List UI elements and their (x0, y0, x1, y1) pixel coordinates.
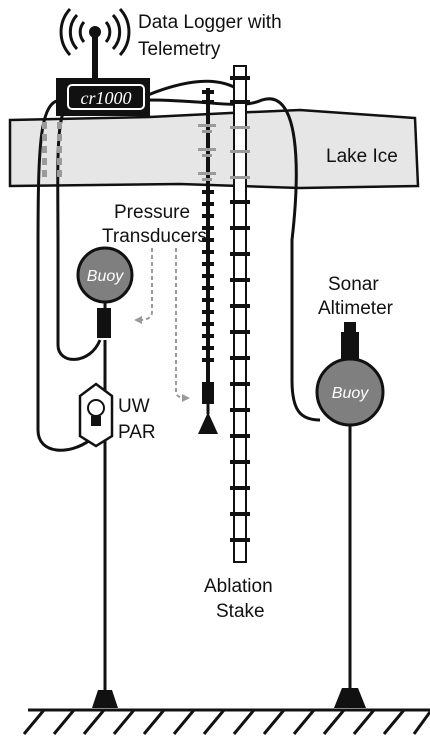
pointer-arrowhead-left (134, 316, 142, 324)
ice-penetration-left (42, 122, 62, 177)
lightbulb-icon (87, 399, 105, 426)
cables (36, 79, 321, 452)
lake-bottom (22, 708, 430, 735)
pressure-label-line1: Pressure (114, 202, 190, 223)
pressure-label-line2: Transducers (102, 226, 207, 247)
wireless-signal-icon (59, 7, 131, 78)
right-anchor (334, 688, 366, 708)
logger-model-label: cr1000 (81, 88, 132, 108)
uw-par-sensor (78, 382, 114, 448)
sonar-label-line1: Sonar (328, 274, 379, 295)
ablation-stake (230, 65, 250, 563)
left-buoy-label: Buoy (87, 268, 124, 285)
data-logger: cr1000 (56, 78, 150, 116)
stake-label-line2: Stake (216, 601, 265, 622)
sonar-label-line2: Altimeter (318, 298, 394, 319)
left-anchor (92, 690, 118, 708)
pressure-pointer-arrows (139, 248, 187, 399)
stake-label-line1: Ablation (204, 576, 273, 597)
par-label-line1: UW (118, 396, 150, 417)
right-buoy-label: Buoy (332, 385, 369, 402)
logger-title-line2: Telemetry (138, 39, 221, 60)
logger-title-line1: Data Logger with (138, 12, 282, 33)
right-buoy-assembly (315, 322, 385, 690)
lake-ice-label: Lake Ice (326, 146, 398, 167)
pointer-arrowhead-right (182, 394, 190, 402)
left-buoy-assembly (76, 246, 134, 690)
par-label-line2: PAR (118, 422, 156, 443)
pressure-transducer-chain (198, 88, 218, 434)
